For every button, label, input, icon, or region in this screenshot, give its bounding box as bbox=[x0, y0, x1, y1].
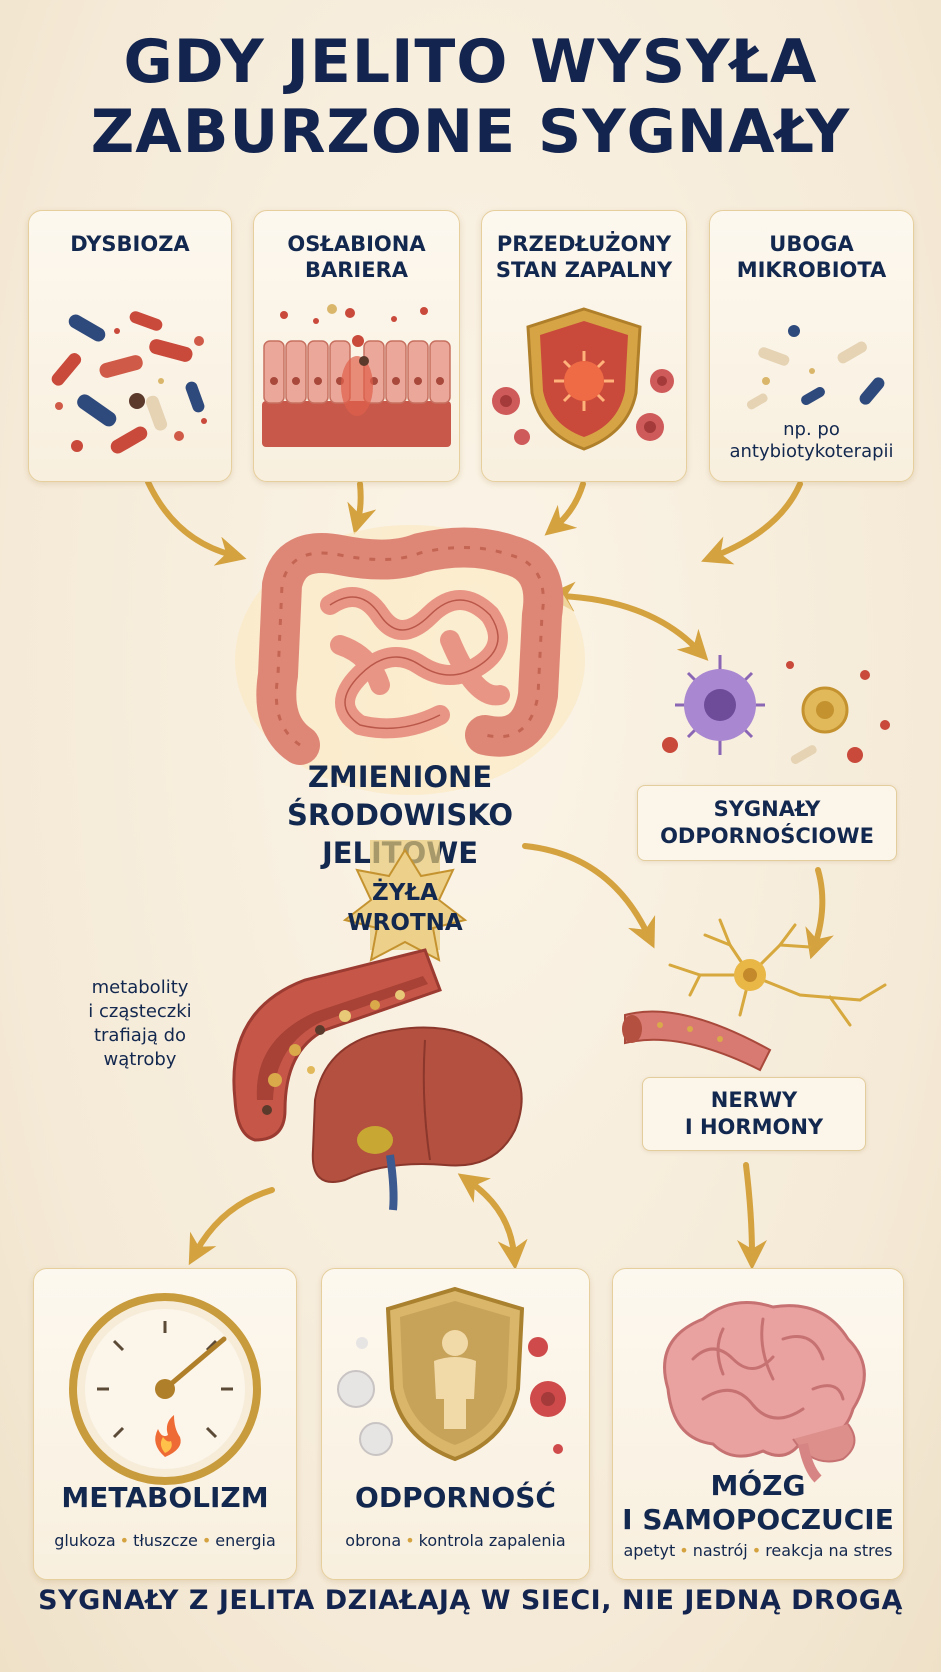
card-odpornosc: ODPORNOŚĆ obrona•kontrola zapalenia bbox=[321, 1268, 590, 1580]
liver-vessel-icon bbox=[232, 948, 523, 1211]
card-items: obrona•kontrola zapalenia bbox=[345, 1531, 566, 1550]
brain-icon bbox=[663, 1301, 866, 1483]
immune-shield-icon bbox=[337, 1286, 566, 1462]
arrow-liver-odpornosc bbox=[457, 1173, 528, 1270]
gauge-icon bbox=[69, 1293, 261, 1485]
item: apetyt bbox=[623, 1541, 676, 1560]
arrow-nerves-brain bbox=[736, 1162, 767, 1270]
neuron-icon bbox=[622, 918, 887, 1072]
immune-signals-label: SYGNAŁY ODPORNOŚCIOWE bbox=[637, 785, 897, 861]
card-title: METABOLIZM bbox=[61, 1481, 269, 1514]
inflamed-shield-icon bbox=[492, 307, 674, 451]
item: nastrój bbox=[692, 1541, 748, 1560]
card-title: PRZEDŁUŻONY STAN ZAPALNY bbox=[495, 232, 673, 282]
footer: SYGNAŁY Z JELITA DZIAŁAJĄ W SIECI, NIE J… bbox=[38, 1585, 903, 1616]
arrow-mikrobiota bbox=[701, 481, 803, 565]
liver-note: metabolity i cząsteczki trafiają do wątr… bbox=[88, 977, 192, 1070]
card-note: np. po antybiotykoterapii bbox=[729, 419, 894, 462]
card-metabolizm: METABOLIZM glukoza•tłuszcze•energia bbox=[33, 1268, 297, 1580]
card-items: apetyt•nastrój•reakcja na stres bbox=[623, 1541, 893, 1560]
portal-vein-icon bbox=[342, 840, 468, 962]
item: kontrola zapalenia bbox=[418, 1531, 566, 1550]
arrow-gut-nerves bbox=[522, 843, 656, 949]
card-title: OSŁABIONA BARIERA bbox=[287, 232, 426, 282]
item: glukoza bbox=[54, 1531, 116, 1550]
item: tłuszcze bbox=[133, 1531, 198, 1550]
nerves-hormones-label: NERWY I HORMONY bbox=[642, 1077, 866, 1151]
immune-cells-icon bbox=[662, 655, 890, 765]
intestinal-barrier-icon bbox=[262, 304, 451, 447]
card-mozg: MÓZG I SAMOPOCZUCIE apetyt•nastrój•reakc… bbox=[612, 1268, 904, 1580]
arrow-liver-metabolizm bbox=[188, 1187, 275, 1266]
arrow-zapalny bbox=[544, 481, 586, 536]
arrow-bariera bbox=[347, 481, 377, 535]
intestine-icon bbox=[235, 525, 585, 795]
title-line-2: ZABURZONE SYGNAŁY bbox=[90, 97, 851, 167]
card-uboga-mikrobiota: UBOGA MIKROBIOTA np. po antybiotykoterap… bbox=[709, 210, 914, 482]
card-dysbioza: DYSBIOZA bbox=[28, 210, 232, 482]
portal-vein-label: ŻYŁA WROTNA bbox=[347, 880, 463, 936]
card-items: glukoza•tłuszcze•energia bbox=[54, 1531, 276, 1550]
item: obrona bbox=[345, 1531, 402, 1550]
card-title: DYSBIOZA bbox=[70, 232, 190, 256]
card-oslabiona-bariera: OSŁABIONA BARIERA bbox=[253, 210, 460, 482]
item: energia bbox=[215, 1531, 276, 1550]
card-title: ODPORNOŚĆ bbox=[355, 1481, 556, 1514]
arrow-immune-nerves bbox=[805, 867, 834, 960]
arrow-to-immune bbox=[545, 581, 709, 661]
bacteria-mix-icon bbox=[51, 311, 207, 454]
card-title: UBOGA MIKROBIOTA bbox=[736, 232, 887, 282]
card-title: MÓZG I SAMOPOCZUCIE bbox=[622, 1469, 894, 1536]
sparse-bacteria-icon bbox=[746, 325, 885, 410]
card-przedluzony-stan-zapalny: PRZEDŁUŻONY STAN ZAPALNY bbox=[481, 210, 687, 482]
arrow-dysbioza bbox=[145, 479, 247, 566]
item: reakcja na stres bbox=[765, 1541, 893, 1560]
title-line-1: GDY JELITO WYSYŁA bbox=[123, 27, 818, 97]
